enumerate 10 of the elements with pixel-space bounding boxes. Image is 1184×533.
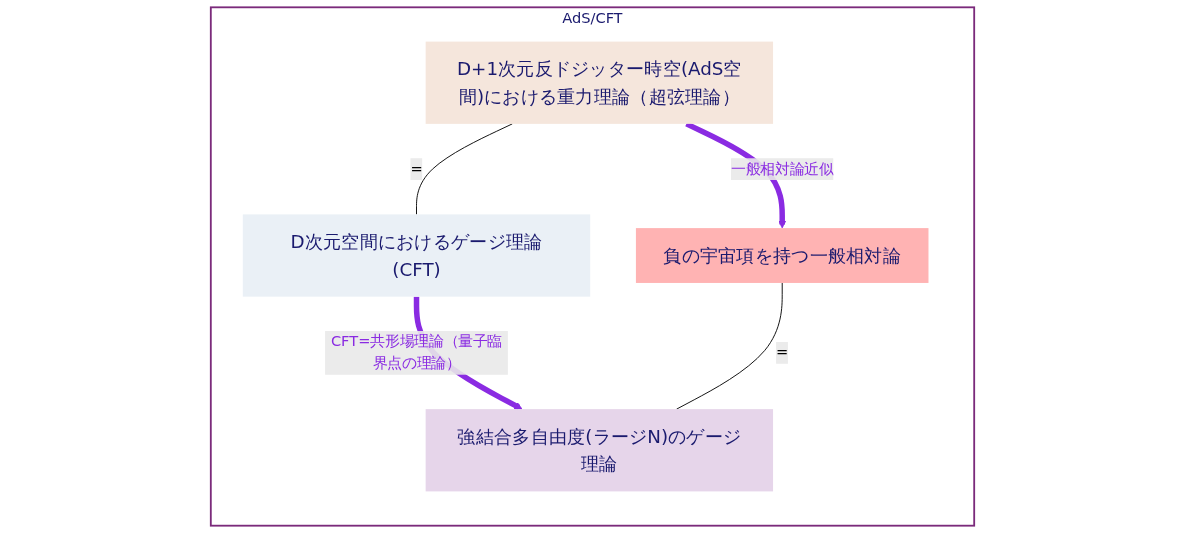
edge-label: 一般相対論近似 bbox=[730, 159, 833, 178]
node-box: 負の宇宙項を持つ一般相対論 bbox=[635, 228, 928, 283]
connector bbox=[415, 123, 513, 215]
edge-label: = bbox=[409, 159, 423, 178]
edge-label: = bbox=[775, 343, 788, 362]
node-box: 強結合多自由度(ラージN)のゲージ理論 bbox=[425, 409, 773, 492]
connector bbox=[675, 282, 783, 410]
node-box: D+1次元反ドジッター時空(AdS空間)における重力理論（超弦理論） bbox=[425, 41, 773, 124]
edge-label: CFT=共形場理論（量子臨界点の理論） bbox=[330, 332, 502, 373]
node-box: D次元空間におけるゲージ理論(CFT) bbox=[242, 214, 590, 297]
